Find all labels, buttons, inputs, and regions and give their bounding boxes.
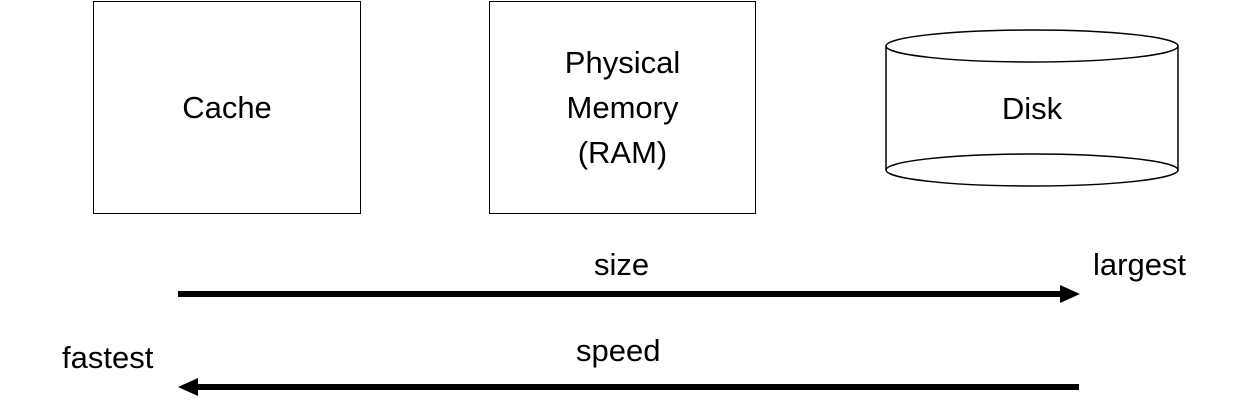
disk-cylinder <box>885 29 1179 187</box>
size-arrow <box>178 285 1080 303</box>
disk-label: Disk <box>1001 91 1063 126</box>
ram-label-line-1: Physical <box>564 45 681 80</box>
cache-box: Cache <box>93 1 361 214</box>
ram-label-line-3: (RAM) <box>577 135 668 170</box>
speed-axis-label: speed <box>576 333 661 368</box>
ram-label-line-2: Memory <box>566 90 679 125</box>
physical-memory-box: Physical Memory (RAM) <box>489 1 756 214</box>
fastest-label: fastest <box>62 340 154 375</box>
speed-arrow <box>178 378 1079 396</box>
physical-memory-label: Physical Memory (RAM) <box>565 40 680 175</box>
cache-label: Cache <box>182 90 272 125</box>
largest-label: largest <box>1093 247 1187 282</box>
disk-cylinder-bottom-back-edge <box>885 153 1179 171</box>
disk-cylinder-body <box>885 46 1179 187</box>
size-axis-label: size <box>594 247 650 282</box>
disk-cylinder-top <box>885 29 1179 63</box>
